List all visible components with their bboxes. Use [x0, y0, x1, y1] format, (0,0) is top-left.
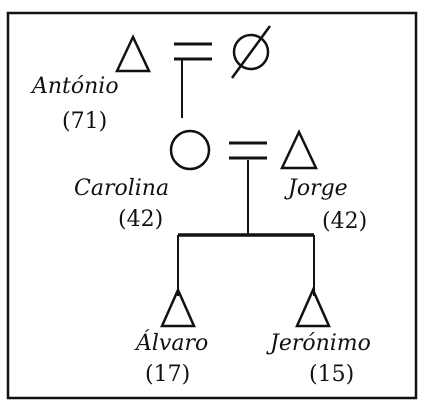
- marriage-line-icon: [174, 42, 212, 61]
- jorge-name: Jorge: [288, 176, 348, 201]
- carolina-name: Carolina: [74, 176, 170, 201]
- jeronimo-age: (15): [309, 362, 355, 387]
- deceased-spouse-icon: [230, 25, 272, 79]
- antonio-name: António: [32, 74, 119, 99]
- carolina-circle-icon: [169, 129, 211, 171]
- carolina-age: (42): [118, 207, 164, 232]
- alvaro-name: Álvaro: [136, 331, 209, 356]
- jeronimo-triangle-icon: [295, 286, 331, 328]
- alvaro-age: (17): [145, 362, 191, 387]
- marriage-line-icon-2: [229, 141, 267, 160]
- jorge-triangle-icon: [280, 129, 318, 170]
- antonio-triangle-icon: [115, 34, 151, 73]
- alvaro-triangle-icon: [160, 286, 196, 328]
- diagram-frame: [6, 11, 418, 400]
- jorge-age: (42): [322, 209, 368, 234]
- antonio-age: (71): [62, 109, 108, 134]
- jeronimo-name: Jerónimo: [270, 331, 371, 356]
